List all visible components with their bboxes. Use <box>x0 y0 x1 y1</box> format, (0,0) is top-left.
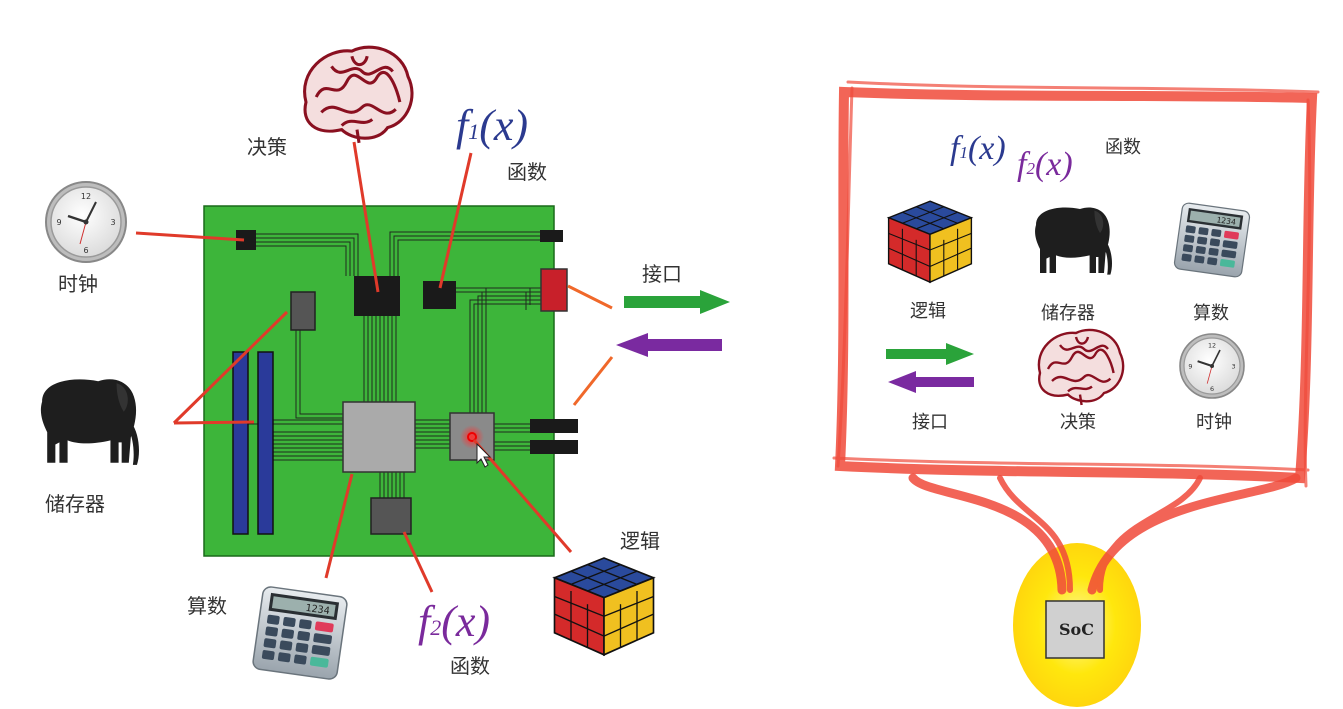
arrow-right-icon <box>624 290 730 314</box>
elephant-icon <box>40 379 140 465</box>
summary-label-logic: 逻辑 <box>910 301 946 322</box>
formula-f1-summary: f1(x) <box>950 130 1006 167</box>
callout-lines <box>135 141 573 593</box>
clock-chip <box>236 230 256 250</box>
small-chip <box>540 230 563 242</box>
formula-f2: f2(x) <box>418 597 491 646</box>
label-logic: 逻辑 <box>620 529 660 553</box>
io-connector-1 <box>530 419 578 433</box>
storage-chip <box>290 291 316 331</box>
arrow-right-icon <box>886 343 974 365</box>
memory-slot-1 <box>232 351 249 535</box>
brain-icon <box>303 45 414 145</box>
calculator-icon <box>251 585 349 681</box>
summary-label-decision: 决策 <box>1060 412 1096 433</box>
clock-icon <box>1178 332 1246 400</box>
soc-label: SoC <box>1059 620 1094 639</box>
interface-lines <box>567 284 614 406</box>
label-decision: 决策 <box>247 135 287 159</box>
summary-label-interface: 接口 <box>912 412 948 433</box>
label-storage: 储存器 <box>45 492 105 516</box>
summary-label-storage: 储存器 <box>1041 303 1095 324</box>
rubiks-cube-icon <box>887 200 973 283</box>
function2-chip <box>370 497 412 535</box>
calculator-icon <box>1173 201 1251 279</box>
idea-frame <box>832 80 1320 488</box>
board-traces <box>246 231 541 498</box>
formula-f1: f1(x) <box>456 101 529 150</box>
cpu-chip <box>342 401 416 473</box>
rubiks-cube-icon <box>553 557 655 656</box>
brain-icon <box>1037 328 1125 407</box>
elephant-icon <box>1035 207 1112 275</box>
clock-icon <box>44 180 128 264</box>
soc-chip <box>1045 600 1105 659</box>
interface-port <box>540 268 568 312</box>
summary-label-function: 函数 <box>1105 137 1141 158</box>
arrow-left-icon <box>888 371 974 393</box>
mouse-cursor-icon <box>476 442 492 468</box>
summary-label-clock: 时钟 <box>1196 412 1232 433</box>
label-interface: 接口 <box>642 262 682 286</box>
label-function-1: 函数 <box>507 160 547 184</box>
connector-bands <box>908 473 1301 595</box>
arrow-left-icon <box>616 333 722 357</box>
formula-f2-summary: f2(x) <box>1017 146 1073 183</box>
label-function-2: 函数 <box>450 654 490 678</box>
io-connector-2 <box>530 440 578 454</box>
memory-slot-2 <box>257 351 274 535</box>
label-clock: 时钟 <box>58 272 98 296</box>
circuit-board <box>203 205 578 557</box>
summary-label-arithmetic: 算数 <box>1193 303 1229 324</box>
label-arithmetic: 算数 <box>187 594 227 618</box>
